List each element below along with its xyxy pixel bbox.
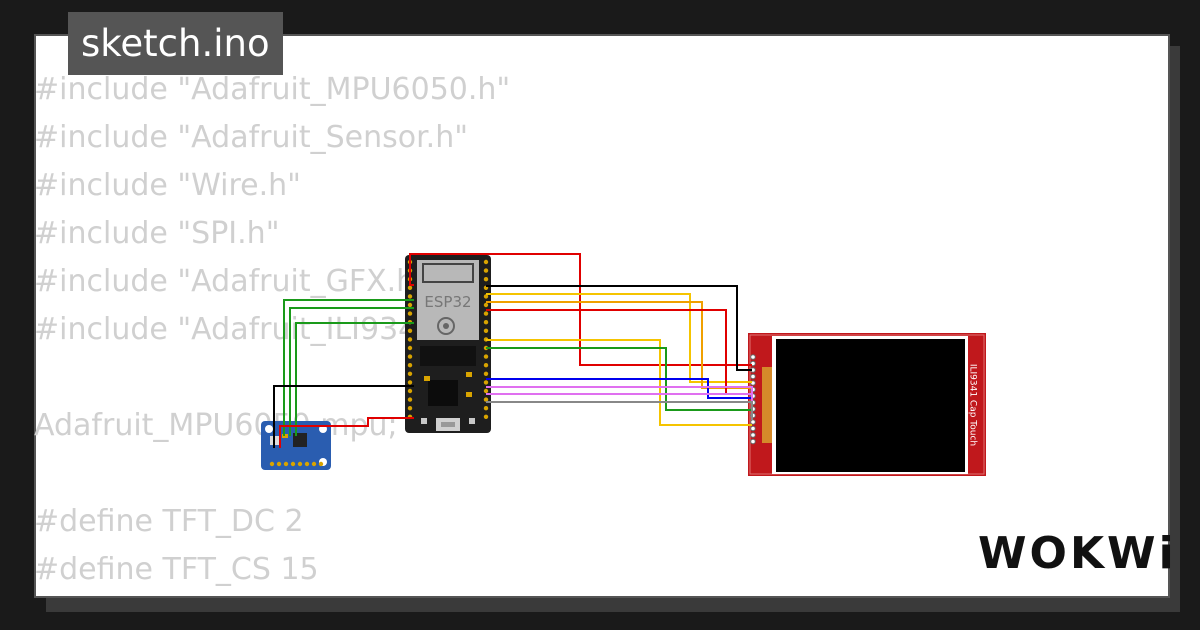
header-pin [407,388,413,394]
wire-blue [486,378,752,399]
header-pin [269,461,275,467]
wire-green-left-3 [295,322,414,436]
header-pin [407,285,413,290]
display-label: ILI9341 Cap Touch [968,364,978,446]
wire-red [409,253,752,366]
header-pin [483,328,489,333]
header-pin [483,371,489,376]
ili9341-display[interactable]: ILI9341 Cap Touch [748,333,986,476]
wire-black-left [273,385,414,448]
header-pin [483,294,489,299]
header-pin [407,371,413,376]
code-line: #define TFT_DC 2 [34,504,304,539]
mpu6050-pins [269,461,324,467]
header-pin [483,259,489,265]
header-pin [483,354,489,359]
code-line: #include "Adafruit_Sensor.h" [34,120,469,155]
header-pin [407,328,413,333]
wire-orange [486,301,752,389]
header-pin [407,311,413,316]
header-pin [407,302,413,308]
header-pin [750,373,756,380]
esp32-board[interactable]: ESP32 [405,255,491,433]
code-preview: #include "Adafruit_MPU6050.h" #include "A… [34,66,510,594]
header-pin [483,302,489,308]
code-line: #define TFT_CS 15 [34,552,319,587]
wires [273,253,753,448]
code-line: #include "SPI.h" [34,216,280,251]
usb-port-icon [436,418,460,431]
header-pin [483,397,489,402]
code-line: #include "Adafruit_GFX.h" [34,264,429,299]
header-pin [483,268,489,273]
file-tab[interactable]: sketch.ino [68,12,283,75]
header-pin [407,337,413,342]
header-pin [483,363,489,368]
wire-yellow [486,293,752,383]
header-pin [318,461,324,467]
wire-red-left [279,417,414,448]
header-pin [483,311,489,316]
header-pin [750,419,756,425]
header-pin [407,345,413,351]
wire-green-left-2 [289,307,414,436]
header-pin [407,397,413,402]
header-pin [304,461,310,467]
header-pin [750,425,756,432]
code-line: #include "Wire.h" [34,168,301,203]
esp32-label: ESP32 [424,293,471,311]
header-pin [483,380,489,385]
wokwi-logo: WOKWi [978,528,1177,579]
esp32-logo-icon [437,317,455,335]
header-pin [483,320,489,325]
header-pin [483,277,489,282]
wire-black [486,285,752,371]
wire-yellow-2 [486,339,752,426]
header-pin [407,363,413,368]
header-pin [483,406,489,411]
header-pin [407,380,413,385]
header-pin [283,461,289,467]
header-pin [750,432,756,438]
header-pin [407,354,413,359]
header-pin [276,461,282,467]
display-pins [750,354,756,445]
esp32-pins-right [483,259,489,419]
header-pin [483,388,489,394]
header-pin [483,414,489,419]
header-pin [311,461,317,467]
header-pin [290,461,296,467]
code-line: #include "Adafruit_MPU6050.h" [34,72,511,107]
header-pin [407,294,413,299]
header-pin [750,438,756,445]
preview-card [34,34,1170,598]
header-pin [407,406,413,411]
wire-gray [486,401,753,420]
wire-green-left-1 [283,299,414,436]
header-pin [750,354,756,360]
header-pin [297,461,303,467]
